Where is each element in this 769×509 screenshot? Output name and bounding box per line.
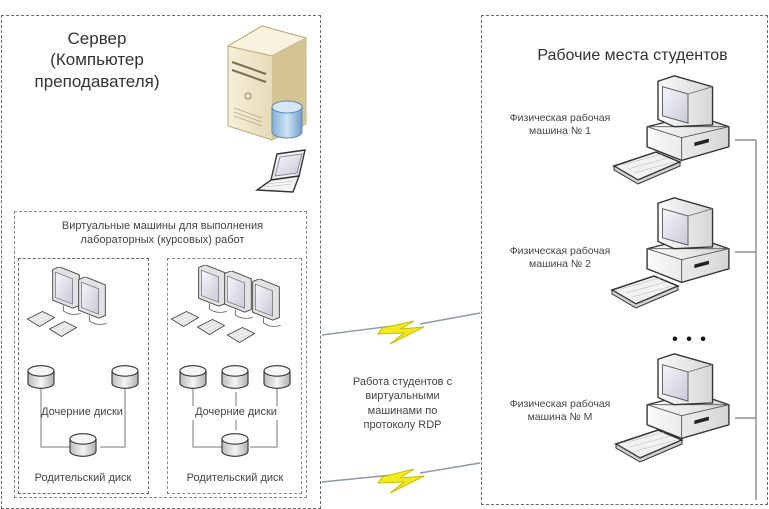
vm-subgroup-1-box [18, 258, 149, 494]
vm-group-title-line-2: лабораторных (курсовых) работ [80, 233, 245, 246]
workstation-1-keyboard-icon [612, 148, 682, 188]
server-title-line-3: преподавателя) [34, 71, 160, 91]
workstation-m-keyboard-icon [614, 426, 684, 466]
workstation-1-label-line-2: машина № 1 [529, 125, 591, 138]
child-disks-label: Дочерние диски [41, 406, 123, 418]
rdp-label-line-4: протоколу RDP [363, 418, 442, 431]
workstation-2-label-line-1: Физическая рабочая [509, 245, 611, 257]
database-icon [271, 100, 303, 139]
vm-group-title-line-1: Виртуальные машины для выполнения [61, 220, 264, 232]
server-title-line-2: (Компьютер [50, 50, 144, 70]
lightning-bolt-icon [377, 320, 425, 345]
rdp-link-top [321, 312, 481, 345]
parent-disk-label: Родительский диск [34, 472, 132, 484]
rdp-connection-label: Работа студентов с виртуальными машинами… [335, 375, 470, 432]
vm-subgroup-2-box [167, 258, 302, 494]
workstation-1-label: Физическая рабочая машина № 1 [495, 112, 625, 138]
parent-disk-label: Родительский диск [186, 472, 284, 484]
laptop-icon [254, 149, 306, 193]
workstation-m-label-line-1: Физическая рабочая [509, 398, 611, 410]
rdp-link-bottom [321, 462, 481, 494]
students-title: Рабочие места студентов [537, 47, 728, 64]
workstation-m-label-line-2: машина № M [527, 411, 593, 424]
more-workstations-ellipsis: • • • [672, 331, 708, 348]
rdp-label-line-1: Работа студентов с [352, 376, 453, 388]
child-disks-label: Дочерние диски [178, 406, 294, 420]
rdp-label-line-3: машинами по [367, 404, 438, 417]
vm-group-title: Виртуальные машины для выполнения лабора… [20, 220, 305, 248]
rdp-label-line-2: виртуальными [365, 390, 440, 403]
server-title-line-1: Сервер [67, 29, 127, 48]
workstation-2-keyboard-icon [610, 272, 680, 312]
vm-group-box [14, 211, 307, 498]
lightning-bolt-icon [377, 468, 425, 494]
workstation-2-label-line-2: машина № 2 [529, 258, 591, 271]
workstation-2-label: Физическая рабочая машина № 2 [495, 245, 625, 271]
workstation-1-label-line-1: Физическая рабочая [509, 112, 611, 124]
students-box [481, 15, 768, 505]
workstation-m-label: Физическая рабочая машина № M [495, 398, 625, 424]
server-title: Сервер (Компьютер преподавателя) [22, 28, 172, 92]
